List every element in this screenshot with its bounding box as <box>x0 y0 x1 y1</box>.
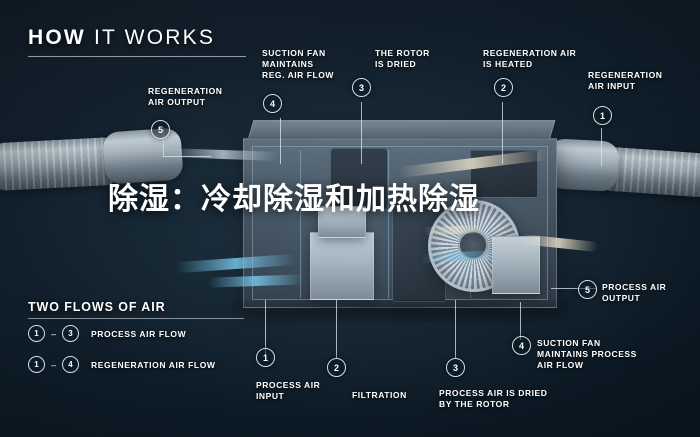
legend-row-process-air: 1 – 3 PROCESS AIR FLOW <box>28 325 186 342</box>
callout-process-air-dried: PROCESS AIR IS DRIED BY THE ROTOR <box>439 388 548 409</box>
callout-process-air-output: PROCESS AIR OUTPUT <box>602 282 667 303</box>
legend-dash-process: – <box>51 328 57 339</box>
cabinet-divider-2 <box>388 150 390 298</box>
leader-line-4-top <box>280 118 281 164</box>
callout-number-1-process: 1 <box>256 348 275 367</box>
callout-process-air-input: PROCESS AIR INPUT <box>256 380 321 401</box>
callout-number-2-process: 2 <box>327 358 346 377</box>
legend-label-process-air: PROCESS AIR FLOW <box>91 328 187 339</box>
callout-regeneration-air-output: REGENERATION AIR OUTPUT <box>148 86 223 107</box>
machine-shadow <box>232 300 568 322</box>
callout-number-4-regeneration: 4 <box>263 94 282 113</box>
leader-line-5-left <box>163 127 164 157</box>
overlay-headline: 除湿：冷却除湿和加热除湿 <box>108 182 480 217</box>
page-title-bold: HOW <box>28 26 86 49</box>
leader-line-5-left-h <box>163 156 211 157</box>
callout-rotor-is-dried: THE ROTOR IS DRIED <box>375 48 430 69</box>
leader-line-1-top <box>601 128 602 166</box>
leader-line-3-bottom <box>455 300 456 358</box>
callout-regeneration-air-heated: REGENERATION AIR IS HEATED <box>483 48 577 69</box>
legend-title: TWO FLOWS OF AIR <box>28 300 166 314</box>
callout-number-4-process: 4 <box>512 336 531 355</box>
callout-regeneration-air-input: REGENERATION AIR INPUT <box>588 70 663 91</box>
leader-line-2-top <box>502 102 503 164</box>
callout-suction-fan-regeneration: SUCTION FAN MAINTAINS REG. AIR FLOW <box>262 48 334 80</box>
legend-number-from-process: 1 <box>28 325 45 342</box>
callout-number-2-regeneration: 2 <box>494 78 513 97</box>
legend-divider <box>28 318 244 319</box>
leader-line-2-bottom <box>336 300 337 358</box>
component-filter-block <box>310 232 374 300</box>
legend-number-from-regeneration: 1 <box>28 356 45 373</box>
callout-number-5-regeneration: 5 <box>151 120 170 139</box>
title-divider <box>28 56 246 57</box>
callout-filtration: FILTRATION <box>352 390 407 400</box>
leader-line-5-right <box>551 288 597 289</box>
callout-number-3-regeneration: 3 <box>352 78 371 97</box>
callout-number-1-regeneration: 1 <box>593 106 612 125</box>
leader-line-4-right <box>520 302 521 340</box>
legend-dash-regeneration: – <box>51 359 57 370</box>
callout-suction-fan-process: SUCTION FAN MAINTAINS PROCESS AIR FLOW <box>537 338 637 370</box>
legend-number-to-regeneration: 4 <box>62 356 80 373</box>
leader-line-3-top <box>361 102 362 164</box>
callout-number-5-process: 5 <box>578 280 597 299</box>
page-title: HOW IT WORKS <box>28 26 215 50</box>
page-title-rest: IT WORKS <box>93 26 216 49</box>
callout-number-3-process: 3 <box>446 358 465 377</box>
legend-label-regeneration-air: REGENERATION AIR FLOW <box>91 359 216 370</box>
legend-row-regeneration-air: 1 – 4 REGENERATION AIR FLOW <box>28 356 216 373</box>
leader-line-1-bottom <box>265 300 266 358</box>
legend-number-to-process: 3 <box>62 325 80 342</box>
